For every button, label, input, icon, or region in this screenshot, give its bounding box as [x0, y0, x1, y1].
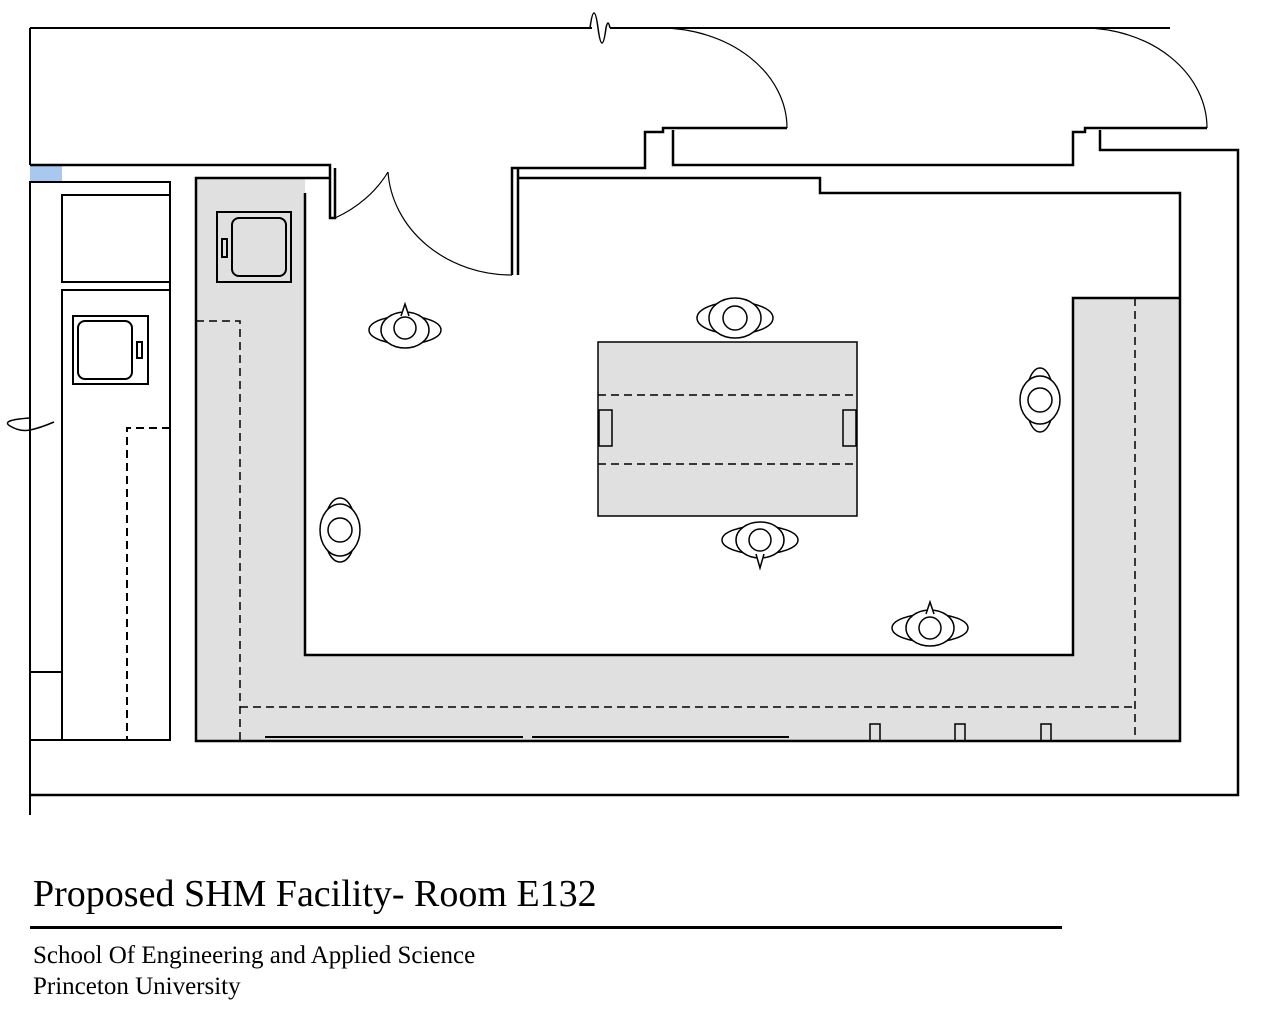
person-icon — [1019, 367, 1061, 433]
person-icon — [319, 497, 361, 563]
under-counter-dashed — [196, 298, 1136, 741]
break-symbol — [589, 12, 611, 44]
door-swing-2 — [659, 27, 788, 129]
center-table — [597, 341, 858, 517]
dryer-icon — [216, 211, 292, 283]
closet — [29, 181, 171, 741]
inner-wall — [194, 176, 1182, 743]
door-swing-3 — [1082, 27, 1208, 129]
title-divider — [30, 926, 1062, 929]
people — [319, 297, 1061, 647]
subtitle-university: Princeton University — [33, 973, 241, 1000]
room-wall — [30, 126, 1240, 797]
marker-block — [30, 166, 62, 182]
person-icon — [368, 301, 442, 349]
washer-icon — [72, 315, 149, 385]
counter-outline — [303, 193, 1180, 657]
outlets — [869, 723, 1052, 742]
break-symbol-left — [6, 417, 55, 432]
page-title: Proposed SHM Facility- Room E132 — [33, 873, 597, 915]
subtitle-school: School Of Engineering and Applied Scienc… — [33, 942, 476, 969]
person-icon — [891, 599, 969, 647]
person-icon — [721, 521, 799, 571]
person-icon — [696, 297, 774, 339]
door-swing-1 — [334, 171, 513, 276]
corridor-wall — [30, 163, 337, 220]
counters — [196, 178, 1180, 741]
